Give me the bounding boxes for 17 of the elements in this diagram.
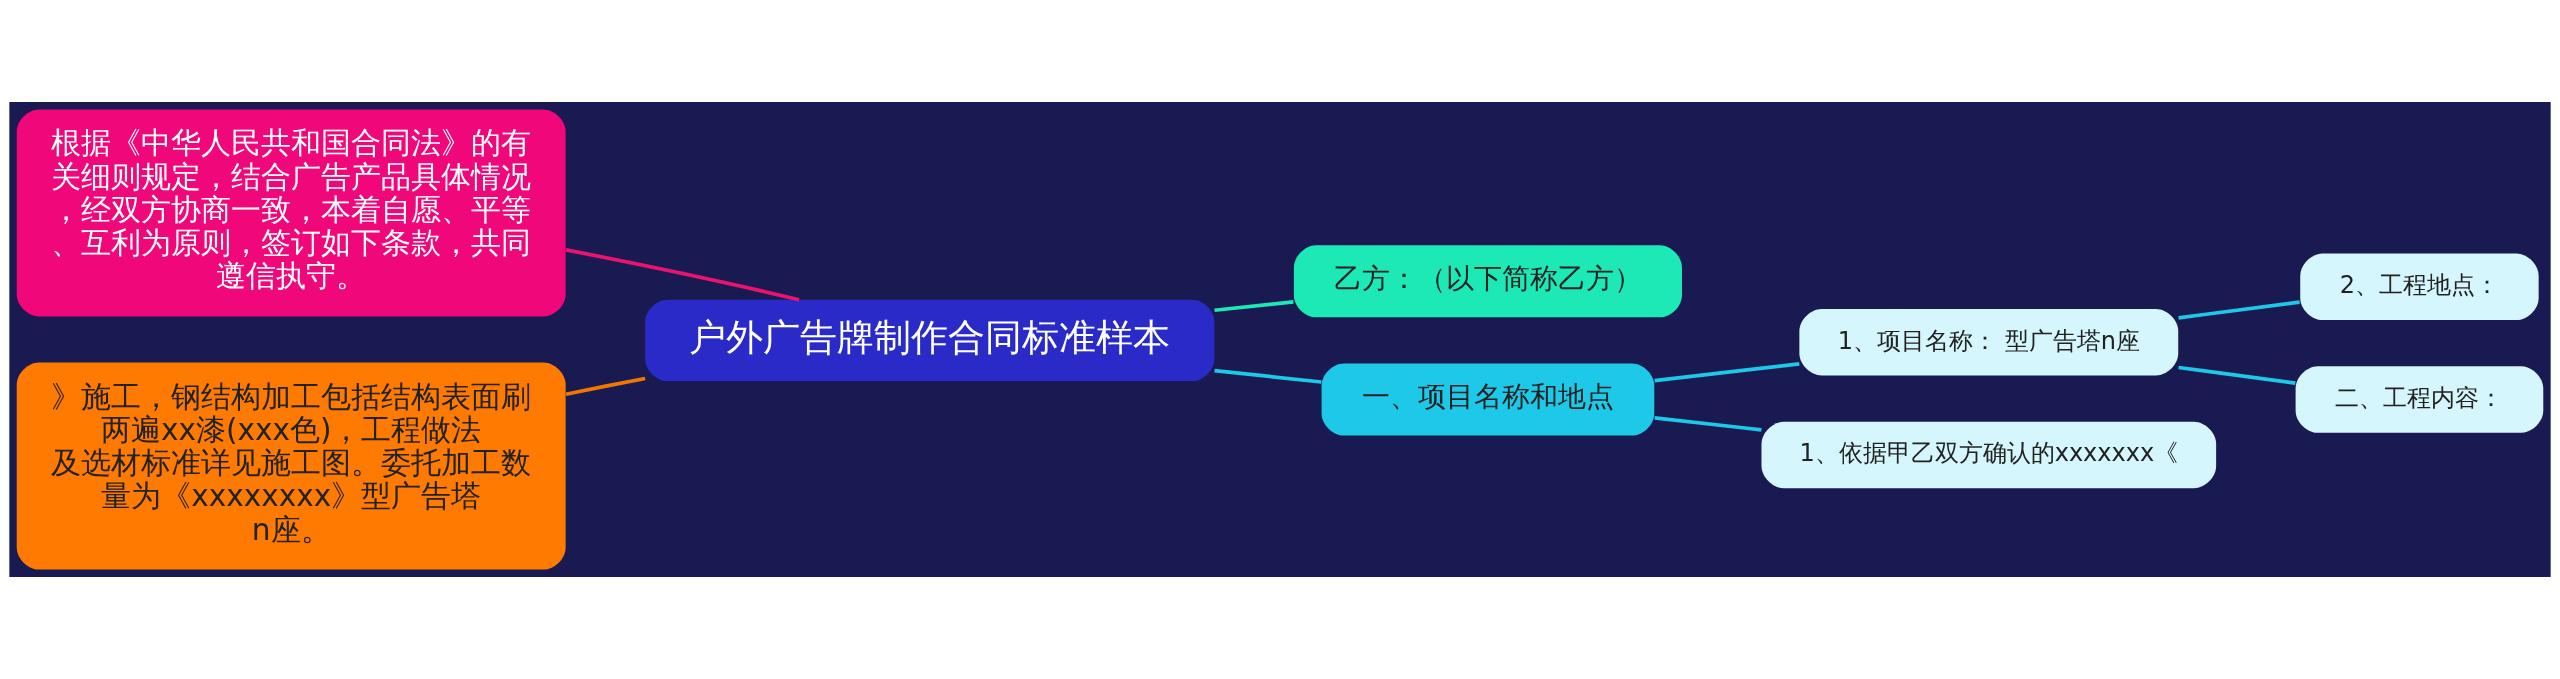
node-box: 二、工程内容： xyxy=(2295,366,2544,433)
node-box: 根据《中华人民共和国合同法》的有关细则规定，结合广告产品具体情况，经双方协商一致，本着自愿、平等、互利为原则，签订如下条款，共同遵信执守。 xyxy=(16,109,566,317)
connector xyxy=(565,248,800,302)
connector xyxy=(1654,362,1800,383)
node-box: 1、依据甲乙双方确认的xxxxxxx《 xyxy=(1761,421,2217,489)
connector xyxy=(565,376,646,397)
node-box: 户外广告牌制作合同标准样本 xyxy=(645,299,1215,382)
node-box: 乙方：（以下简称乙方） xyxy=(1293,245,1682,318)
node-box: 一、项目名称和地点 xyxy=(1321,363,1655,436)
node-box: 1、项目名称： 型广告塔n座 xyxy=(1799,309,2179,376)
node-box: 》施工，钢结构加工包括结构表面刷两遍xx漆(xxx色)，工程做法及选材标准详见施工图。委托加工数量为《xxxxxxxx》型广告塔n座。 xyxy=(16,362,566,570)
connector xyxy=(2178,300,2300,320)
node-box: 2、工程地点： xyxy=(2300,253,2539,321)
connector xyxy=(2178,365,2296,385)
connector xyxy=(1214,368,1322,384)
connector xyxy=(1214,300,1294,313)
connector xyxy=(1654,416,1762,432)
